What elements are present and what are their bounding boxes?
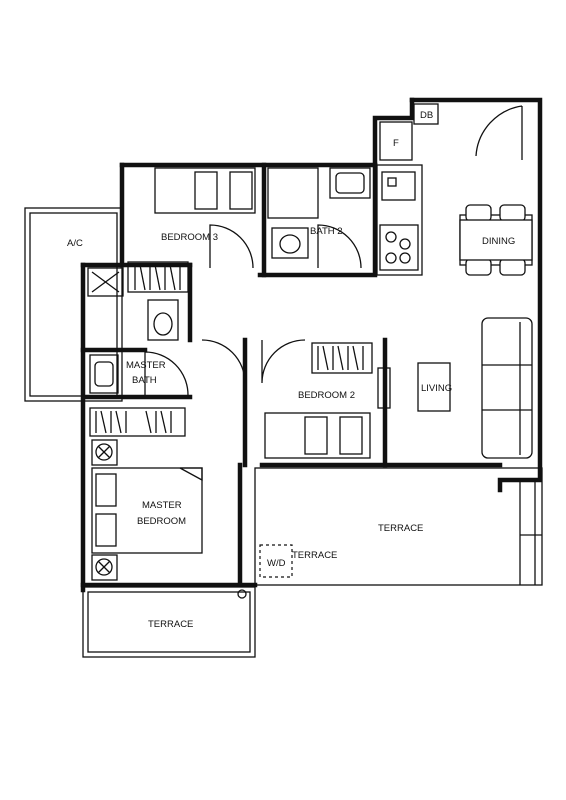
terrace-bottom-label: TERRACE	[148, 619, 193, 630]
bedroom3-door	[209, 224, 254, 269]
wd-label: W/D	[267, 558, 286, 569]
sofa	[481, 317, 533, 459]
bath2-fixtures	[267, 167, 371, 269]
living-table	[417, 362, 451, 412]
master-bedroom-fixtures	[89, 407, 203, 581]
bedroom3-bed	[154, 167, 256, 214]
master-bedroom-label-1: MASTER	[142, 500, 182, 511]
ac-label: A/C	[67, 238, 83, 249]
terrace-right-label: TERRACE	[378, 523, 423, 534]
dining-label: DINING	[482, 236, 515, 247]
ac-ledge	[24, 207, 123, 402]
fridge-label: F	[393, 138, 399, 149]
master-bath-label-1: MASTER	[126, 360, 166, 371]
wd-box	[259, 544, 293, 578]
master-bedroom-label-2: BEDROOM	[137, 516, 186, 527]
kitchen-counter	[376, 164, 423, 276]
master-bath-fixtures	[87, 267, 189, 396]
pipe-marker	[237, 589, 247, 599]
db-label: DB	[420, 110, 433, 121]
terrace-bottom-outline	[82, 586, 256, 658]
master-bath-label-2: BATH	[132, 375, 157, 386]
db-box	[413, 103, 439, 125]
bedroom3-label: BEDROOM 3	[161, 232, 218, 243]
terrace-right-outline	[254, 467, 543, 586]
bedroom2-fixtures	[201, 339, 391, 459]
living-label: LIVING	[421, 383, 452, 394]
wardrobe-bedroom3	[127, 261, 189, 293]
dining-table	[459, 204, 533, 276]
fridge	[379, 121, 413, 161]
outer-walls	[80, 97, 543, 593]
entrance-door	[475, 105, 523, 160]
bath2-label: BATH 2	[310, 226, 343, 237]
bedroom2-label: BEDROOM 2	[298, 390, 355, 401]
terrace-mid-label: TERRACE	[292, 550, 337, 561]
